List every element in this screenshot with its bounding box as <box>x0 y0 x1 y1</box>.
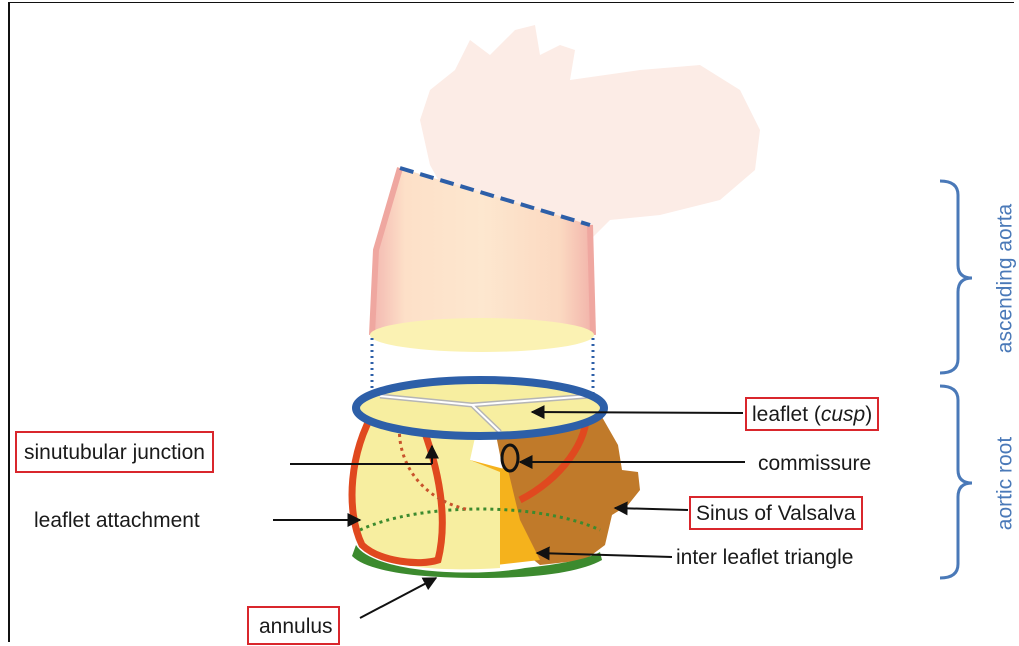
leaflet-label-prefix: leaflet ( <box>752 403 821 426</box>
annulus-pointer <box>360 578 436 618</box>
aortic-root-bracket <box>940 386 972 578</box>
sinus-of-valsalva-label: Sinus of Valsalva <box>689 496 863 530</box>
sinus-pointer <box>615 508 688 510</box>
commissure-marker <box>502 445 518 471</box>
aorta-lower-opening <box>370 318 594 352</box>
ascending-aorta-side-label: ascending aorta <box>995 199 1016 359</box>
leaflet-pointer <box>532 412 743 413</box>
leaflet-attachment-label: leaflet attachment <box>34 510 200 531</box>
leaflet-label: leaflet (cusp) <box>745 397 879 431</box>
annulus-label: annulus <box>247 606 340 645</box>
ascending-aorta-bracket <box>940 181 972 373</box>
leaflet-label-suffix: ) <box>865 403 872 426</box>
inter-leaflet-triangle-label: inter leaflet triangle <box>676 547 853 568</box>
leaflet-label-cusp: cusp <box>821 403 865 426</box>
commissure-label: commissure <box>758 453 871 474</box>
sinutubular-junction-label: sinutubular junction <box>15 431 214 473</box>
ascending-aorta-wall-right <box>590 225 593 335</box>
aortic-root-side-label: aortic root <box>995 429 1016 539</box>
